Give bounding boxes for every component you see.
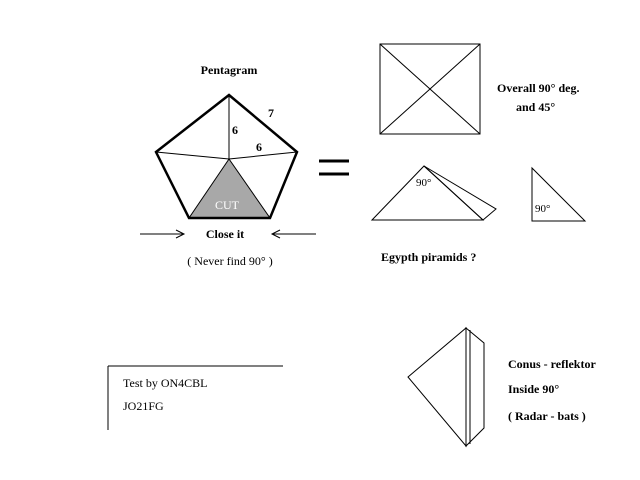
cut-label: CUT (215, 198, 240, 212)
spoke-right (228, 151, 298, 160)
conus-outline (407, 326, 467, 448)
pyramid-side-face (423, 165, 497, 221)
inner-label: 6 (256, 140, 262, 154)
pentagon-outline (154, 93, 299, 220)
pentagram-title: Pentagram (201, 63, 258, 77)
conus-figure: Conus - reflektor Inside 90° ( Radar - b… (407, 326, 596, 448)
right-triangle-outline (531, 166, 587, 222)
square-text-line2: and 45° (516, 100, 555, 114)
spoke-left (155, 151, 230, 160)
square-text-line1: Overall 90° deg. (497, 81, 579, 95)
close-label: Close it (206, 227, 244, 241)
pyramid-caption: Egypth piramids ? (381, 250, 476, 264)
pyramid-figure: 90° Egypth piramids ? (370, 165, 497, 264)
pyramid-angle-label: 90° (416, 177, 431, 189)
square-outline (379, 43, 481, 135)
right-arrow (270, 229, 316, 239)
pentagon-figure: Pentagram 7 6 6 CUT Close it ( Never fin… (140, 63, 316, 268)
left-arrow (140, 229, 186, 239)
test-box-line1: Test by ON4CBL (123, 376, 208, 390)
conus-line3: ( Radar - bats ) (508, 409, 586, 423)
right-triangle-angle-label: 90° (535, 203, 550, 215)
equals-sign (319, 159, 349, 176)
square-figure: Overall 90° deg. and 45° (379, 43, 579, 135)
right-triangle-figure: 90° (531, 166, 587, 222)
test-box-line2: JO21FG (123, 399, 164, 413)
spoke-label: 6 (232, 123, 238, 137)
pyramid-outline (370, 165, 485, 221)
conus-line1: Conus - reflektor (508, 357, 596, 371)
conus-rim (465, 326, 485, 448)
edge-label: 7 (268, 106, 274, 120)
conus-line2: Inside 90° (508, 382, 559, 396)
test-box: Test by ON4CBL JO21FG (107, 365, 283, 430)
equals-text: = (0, 0, 1, 1)
never-label: ( Never find 90° ) (187, 254, 272, 268)
